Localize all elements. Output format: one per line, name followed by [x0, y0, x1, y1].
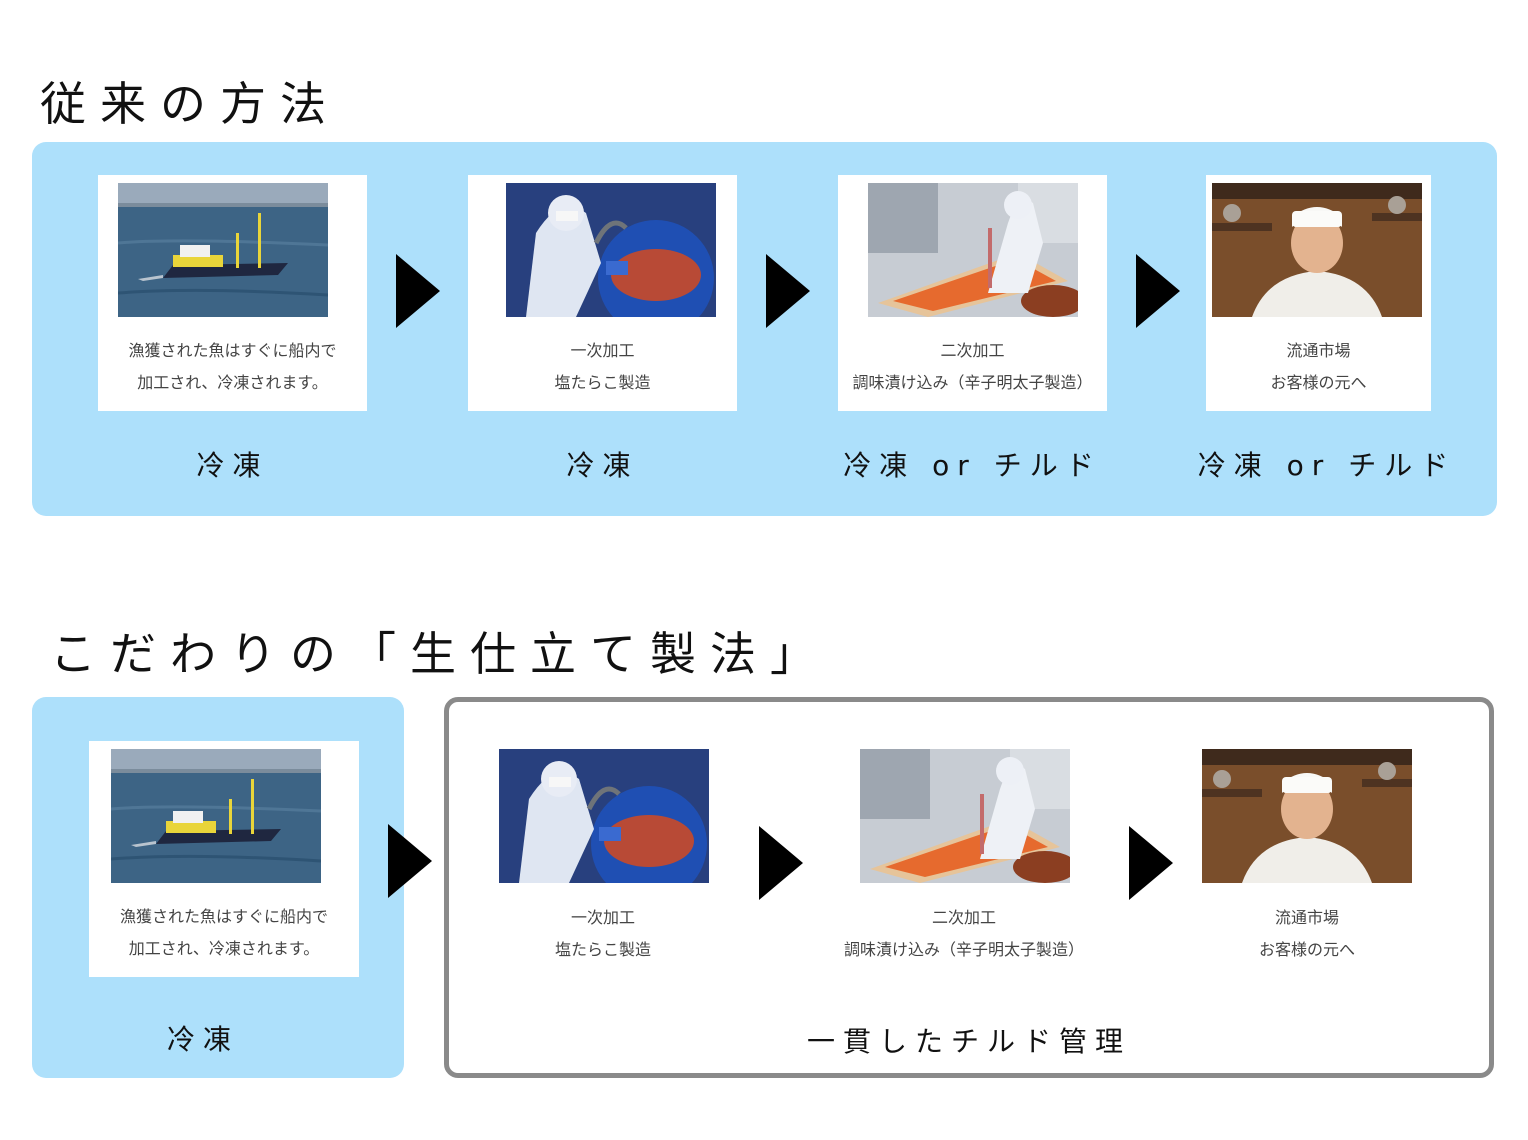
step-caption-line-1: 漁獲された魚はすぐに船内で	[119, 907, 328, 926]
fishing-boat-photo	[111, 749, 321, 883]
process-arrow	[396, 254, 440, 328]
step-caption-line-1: 二次加工	[940, 341, 1005, 360]
step-caption-line-2: 加工され、冷凍されます。	[128, 939, 320, 958]
step-caption-line-1: 一次加工	[570, 908, 635, 927]
chilled-management-frame: 一次加工 塩たらこ製造 二次加工 調味漬け込み（辛子明太子製造） 流通市場 お客…	[444, 697, 1494, 1078]
worker-barrel-photo	[499, 749, 709, 883]
step-caption-line-2: お客様の元へ	[1258, 940, 1355, 959]
roe-tray-worker-photo	[860, 749, 1070, 883]
process-arrow	[766, 254, 810, 328]
step-card-market: 流通市場 お客様の元へ	[1206, 175, 1431, 411]
stage-label: 冷凍	[166, 1023, 239, 1056]
step-caption: 二次加工 調味漬け込み（辛子明太子製造）	[838, 335, 1107, 399]
step-card-fishing: 漁獲された魚はすぐに船内で 加工され、冷凍されます。	[89, 741, 359, 977]
roe-tray-worker-photo	[868, 183, 1078, 317]
step-caption-line-2: 調味漬け込み（辛子明太子製造）	[852, 373, 1093, 392]
process-arrow	[759, 826, 803, 900]
process-arrow	[1129, 826, 1173, 900]
step-caption: 流通市場 お客様の元へ	[1201, 902, 1413, 966]
step-caption-line-1: 流通市場	[1274, 908, 1339, 927]
fishing-boat-photo	[118, 183, 328, 317]
step-caption: 一次加工 塩たらこ製造	[497, 902, 709, 966]
stage-label: 冷凍	[566, 449, 639, 482]
step-caption-line-2: 加工され、冷凍されます。	[137, 373, 328, 392]
special-method-title: こだわりの「生仕立て製法」	[50, 627, 830, 681]
stage-label: 冷凍 or チルド	[843, 449, 1102, 482]
chef-photo	[1202, 749, 1412, 883]
step-caption-line-1: 流通市場	[1286, 341, 1351, 360]
step-card-market: 流通市場 お客様の元へ	[1201, 749, 1413, 979]
chef-photo	[1212, 183, 1422, 317]
step-card-secondary-processing: 二次加工 調味漬け込み（辛子明太子製造）	[834, 749, 1094, 979]
step-caption: 二次加工 調味漬け込み（辛子明太子製造）	[834, 902, 1094, 966]
step-caption: 漁獲された魚はすぐに船内で 加工され、冷凍されます。	[89, 901, 359, 965]
step-caption-line-2: 塩たらこ製造	[554, 373, 651, 392]
process-arrow	[1136, 254, 1180, 328]
step-caption: 一次加工 塩たらこ製造	[468, 335, 737, 399]
stage-label: 冷凍	[196, 449, 269, 482]
step-card-primary-processing: 一次加工 塩たらこ製造	[497, 749, 709, 979]
worker-barrel-photo	[506, 183, 716, 317]
step-caption-line-1: 一次加工	[570, 341, 635, 360]
step-card-primary-processing: 一次加工 塩たらこ製造	[468, 175, 737, 411]
step-caption: 流通市場 お客様の元へ	[1206, 335, 1431, 399]
step-caption-line-2: 調味漬け込み（辛子明太子製造）	[843, 940, 1084, 959]
frozen-stage-panel: 漁獲された魚はすぐに船内で 加工され、冷凍されます。 冷凍	[32, 697, 404, 1078]
step-caption: 漁獲された魚はすぐに船内で 加工され、冷凍されます。	[98, 335, 367, 399]
stage-label: 冷凍 or チルド	[1197, 449, 1457, 482]
step-card-secondary-processing: 二次加工 調味漬け込み（辛子明太子製造）	[838, 175, 1107, 411]
traditional-method-title: 従来の方法	[40, 77, 340, 131]
chilled-management-label: 一貫したチルド管理	[806, 1025, 1131, 1058]
step-caption-line-2: 塩たらこ製造	[554, 940, 651, 959]
step-caption-line-2: お客様の元へ	[1270, 373, 1367, 392]
step-caption-line-1: 漁獲された魚はすぐに船内で	[128, 341, 337, 360]
step-card-fishing: 漁獲された魚はすぐに船内で 加工され、冷凍されます。	[98, 175, 367, 411]
step-caption-line-1: 二次加工	[931, 908, 996, 927]
process-arrow	[388, 824, 432, 898]
traditional-process-panel: 漁獲された魚はすぐに船内で 加工され、冷凍されます。 冷凍 一次加工 塩たらこ製…	[32, 142, 1497, 516]
